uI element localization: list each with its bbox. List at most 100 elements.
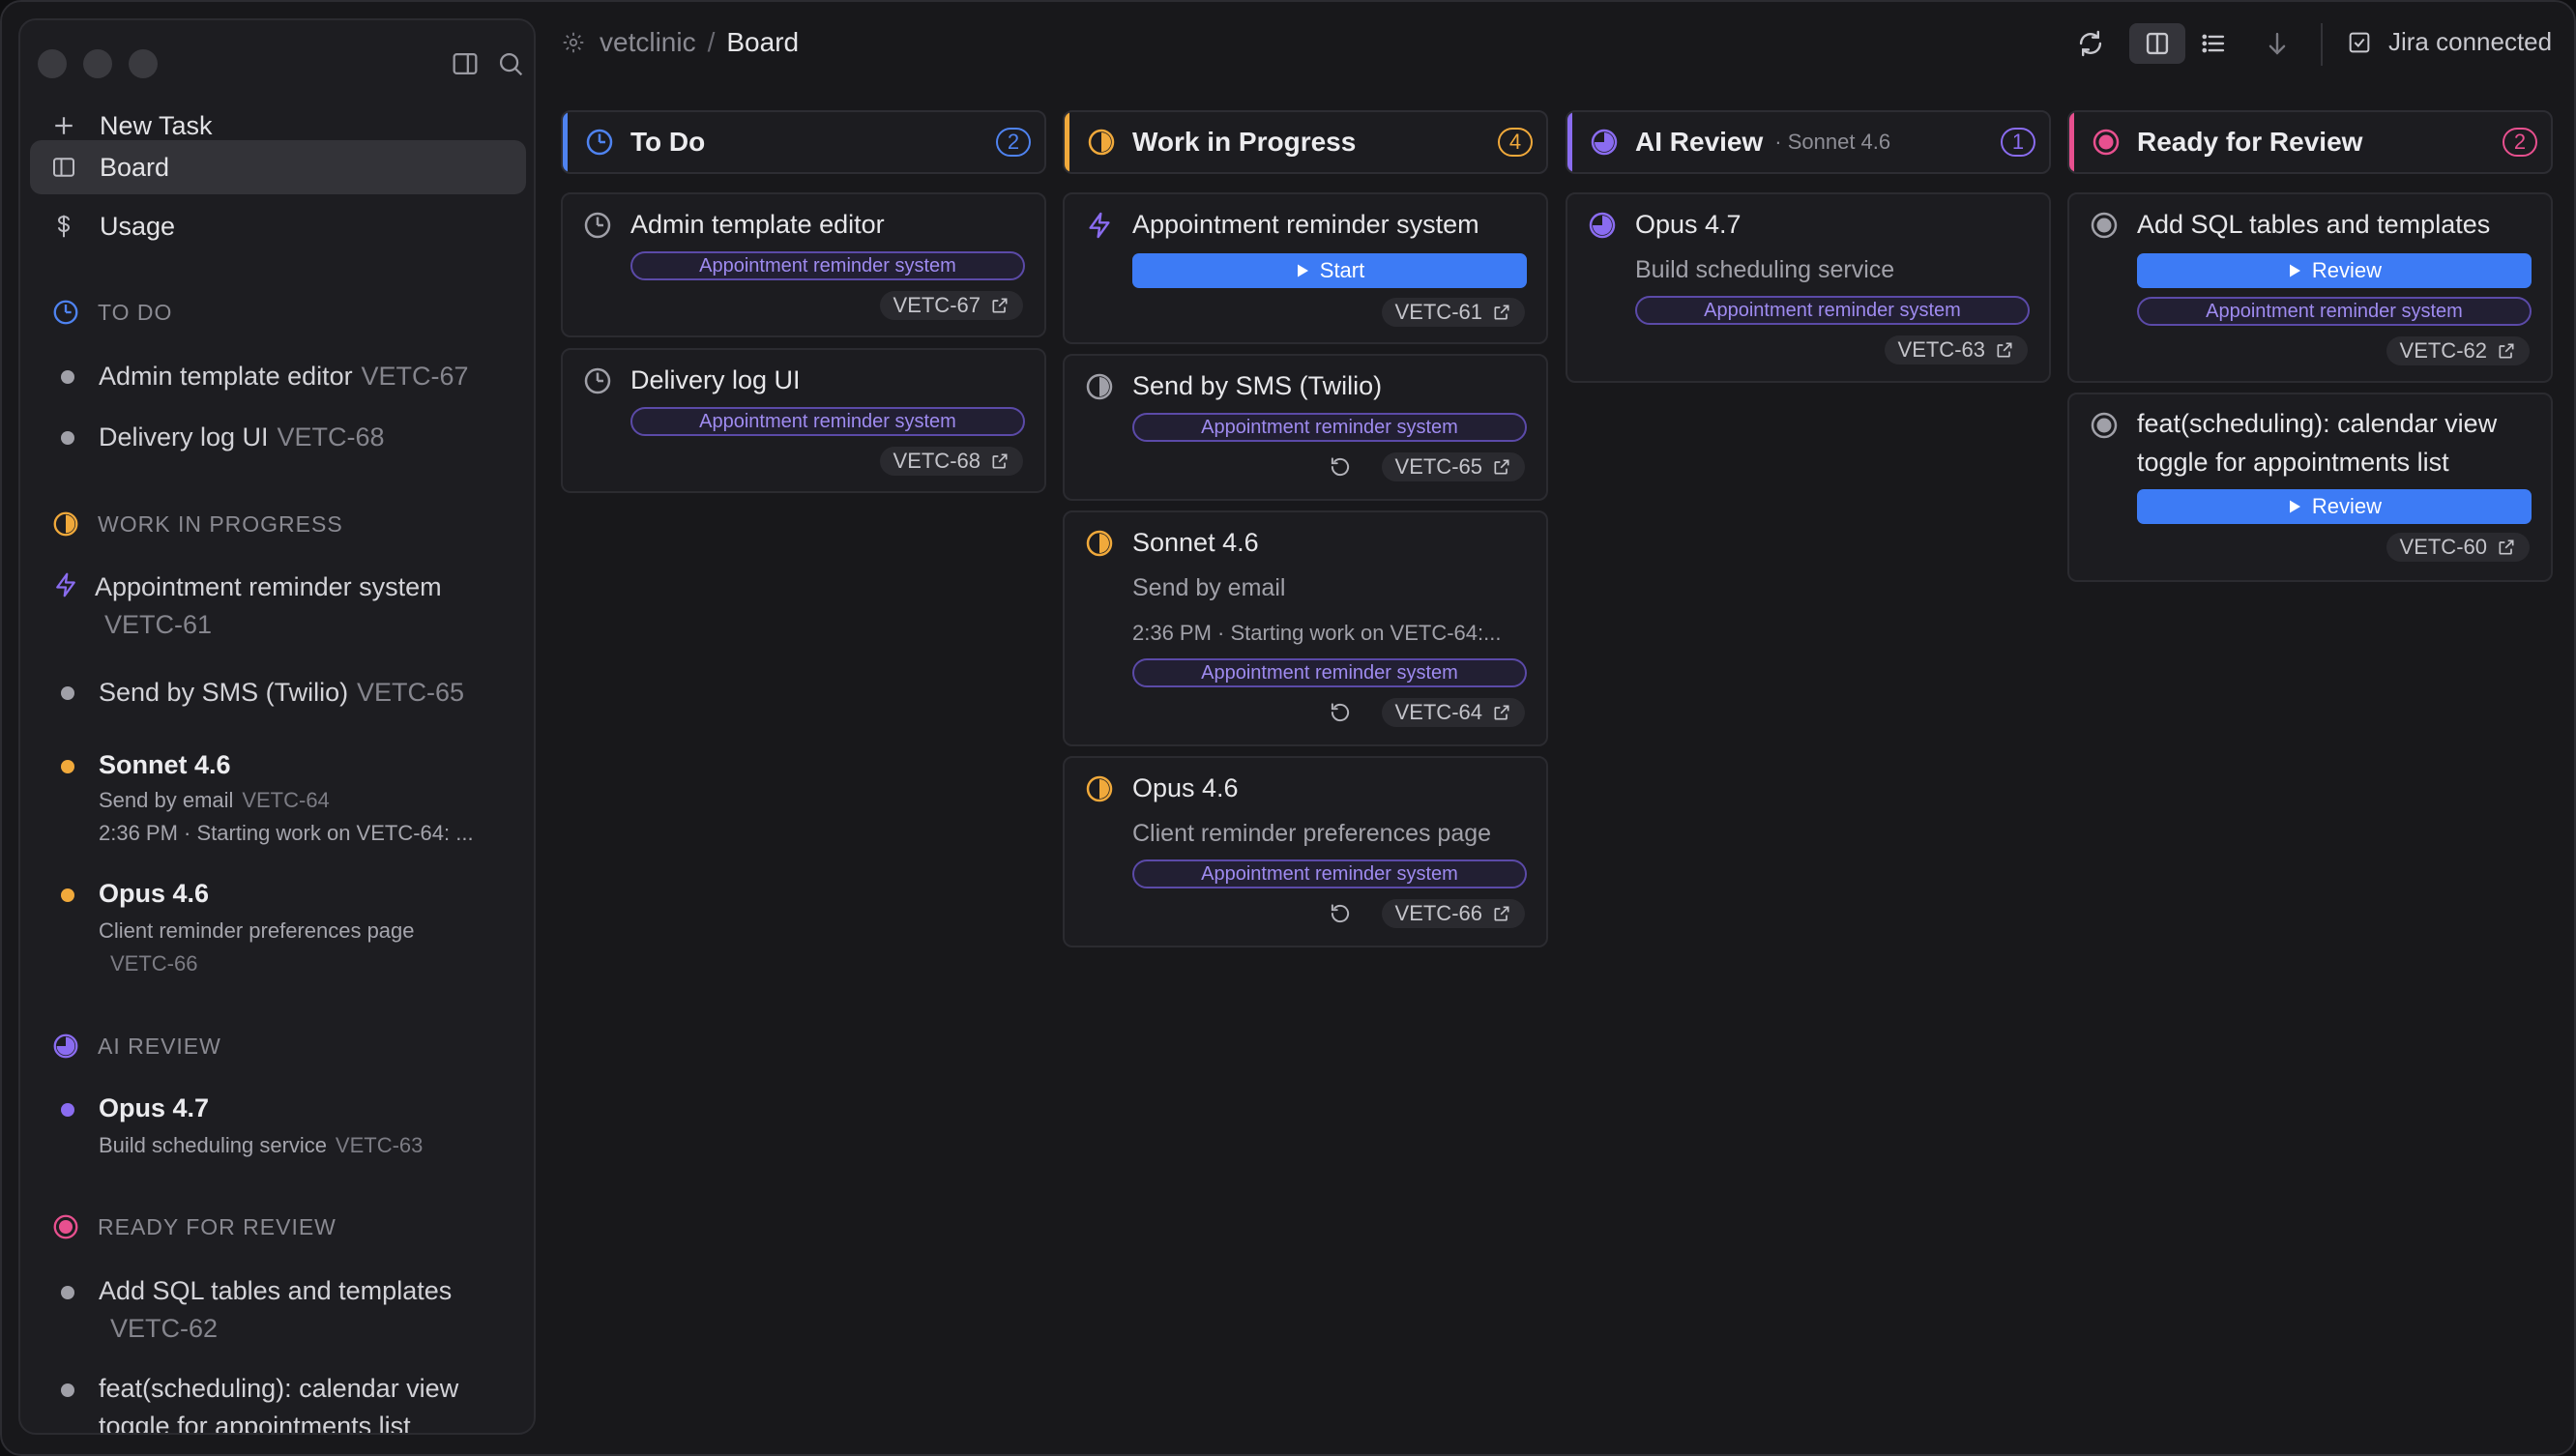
task-card-vetc-66[interactable]: Opus 4.6 Client reminder preferences pag…	[1063, 756, 1548, 947]
sidebar-item-label: Usage	[100, 211, 176, 241]
card-title: Send by SMS (Twilio)	[1132, 371, 1383, 400]
jira-status[interactable]: Jira connected	[2346, 27, 2552, 57]
status-dot	[61, 370, 74, 384]
section-heading-ready: READY FOR REVIEW	[51, 1212, 337, 1241]
todo-status-icon	[584, 212, 611, 239]
column-count-badge: 2	[2503, 128, 2537, 157]
breadcrumb: vetclinic / Board	[561, 27, 799, 58]
external-link-icon	[1494, 459, 1509, 475]
toggle-sidebar-icon[interactable]	[449, 47, 482, 80]
page-title: Board	[726, 27, 800, 57]
play-icon	[2289, 500, 2300, 513]
retry-icon[interactable]	[1328, 454, 1353, 480]
task-card-vetc-60[interactable]: feat(scheduling): calendar view toggle f…	[2067, 393, 2553, 582]
card-title: Appointment reminder system	[1132, 210, 1479, 239]
external-link-icon	[1494, 705, 1509, 720]
status-dot	[61, 1286, 74, 1299]
refresh-icon[interactable]	[2074, 27, 2107, 60]
epic-tag[interactable]: Appointment reminder system	[1132, 859, 1527, 888]
card-title: Add SQL tables and templates	[2137, 210, 2491, 239]
issue-key-link[interactable]: VETC-61	[1381, 298, 1525, 327]
status-dot	[61, 760, 74, 773]
column-subtitle: · Sonnet 4.6	[1774, 130, 1891, 154]
epic-tag[interactable]: Appointment reminder system	[2137, 297, 2532, 326]
start-button[interactable]: Start	[1132, 253, 1527, 288]
ready-icon	[53, 1214, 78, 1239]
list-view-icon[interactable]	[2197, 27, 2230, 60]
external-link-icon	[2499, 343, 2514, 359]
window-controls	[38, 49, 158, 78]
external-link-icon	[992, 298, 1008, 313]
arrow-down-icon[interactable]	[2261, 27, 2294, 60]
epic-tag[interactable]: Appointment reminder system	[630, 407, 1025, 436]
close-window-button[interactable]	[38, 49, 67, 78]
issue-key-link[interactable]: VETC-66	[1381, 899, 1525, 928]
epic-tag[interactable]: Appointment reminder system	[1132, 658, 1527, 687]
task-card-vetc-64[interactable]: Sonnet 4.6 Send by email 2:36 PM · Start…	[1063, 510, 1548, 746]
sidebar-task-vetc-66[interactable]: Opus 4.6 Client reminder preferences pag…	[99, 879, 415, 976]
maximize-window-button[interactable]	[129, 49, 158, 78]
sidebar-task-vetc-62[interactable]: Add SQL tables and templates VETC-62	[99, 1276, 453, 1343]
in-progress-icon	[53, 511, 78, 537]
board-view-icon[interactable]	[2141, 27, 2174, 60]
task-card-vetc-65[interactable]: Send by SMS (Twilio) Appointment reminde…	[1063, 354, 1548, 501]
issue-key-link[interactable]: VETC-64	[1381, 698, 1525, 727]
breadcrumb-project[interactable]: vetclinic	[600, 27, 696, 57]
ai-review-icon	[1589, 212, 1616, 239]
lightning-icon	[1089, 212, 1110, 239]
card-description: Client reminder preferences page	[1132, 820, 1492, 847]
status-dot	[61, 888, 74, 902]
sidebar-task-vetc-60[interactable]: feat(scheduling): calendar view toggle f…	[99, 1374, 459, 1435]
epic-tag[interactable]: Appointment reminder system	[1132, 413, 1527, 442]
card-title: Opus 4.7	[1635, 210, 1742, 239]
search-icon[interactable]	[494, 47, 527, 80]
sidebar-task-vetc-68[interactable]: Delivery log UI VETC-68	[99, 422, 385, 451]
section-heading-ai-review: AI REVIEW	[51, 1032, 221, 1061]
card-title: Admin template editor	[630, 210, 885, 239]
epic-tag[interactable]: Appointment reminder system	[630, 251, 1025, 280]
issue-key-link[interactable]: VETC-60	[2386, 533, 2530, 562]
issue-key-link[interactable]: VETC-67	[879, 291, 1023, 320]
review-button[interactable]: Review	[2137, 253, 2532, 288]
sidebar-task-vetc-64[interactable]: Sonnet 4.6 Send by email VETC-64 2:36 PM…	[99, 750, 474, 845]
issue-key-link[interactable]: VETC-63	[1884, 335, 2028, 364]
issue-key-link[interactable]: VETC-62	[2386, 336, 2530, 365]
checkbox-icon	[2349, 32, 2370, 52]
task-card-vetc-62[interactable]: Add SQL tables and templates Review Appo…	[2067, 192, 2553, 383]
review-button[interactable]: Review	[2137, 489, 2532, 524]
gear-icon[interactable]	[561, 30, 586, 55]
status-dot	[61, 1383, 74, 1397]
card-title: Delivery log UI	[630, 365, 801, 394]
column-count-badge: 4	[1498, 128, 1533, 157]
task-card-vetc-61[interactable]: Appointment reminder system Start VETC-6…	[1063, 192, 1548, 344]
card-description: Build scheduling service	[1635, 256, 1895, 283]
dollar-icon	[57, 215, 71, 238]
sidebar-task-vetc-61[interactable]: Appointment reminder system VETC-61	[95, 572, 442, 639]
epic-tag[interactable]: Appointment reminder system	[1635, 296, 2030, 325]
column-header-ai-review: AI Review · Sonnet 4.6 1	[1566, 110, 2051, 174]
issue-key-link[interactable]: VETC-65	[1381, 452, 1525, 481]
issue-key-link[interactable]: VETC-68	[879, 447, 1023, 476]
todo-status-icon	[53, 300, 78, 325]
sidebar-task-vetc-65[interactable]: Send by SMS (Twilio) VETC-65	[99, 678, 465, 707]
retry-icon[interactable]	[1328, 700, 1353, 725]
sidebar-item-usage[interactable]: Usage	[30, 199, 526, 253]
task-card-vetc-63[interactable]: Opus 4.7 Build scheduling service Appoin…	[1566, 192, 2051, 383]
column-header-ready: Ready for Review 2	[2067, 110, 2553, 174]
play-icon	[1297, 264, 1308, 277]
sidebar-task-vetc-63[interactable]: Opus 4.7 Build scheduling service VETC-6…	[99, 1093, 424, 1157]
sidebar-task-vetc-67[interactable]: Admin template editor VETC-67	[99, 362, 469, 391]
section-heading-wip: WORK IN PROGRESS	[51, 510, 343, 539]
retry-icon[interactable]	[1328, 901, 1353, 926]
task-card-vetc-67[interactable]: Admin template editor Appointment remind…	[561, 192, 1046, 337]
board-icon	[53, 158, 74, 177]
new-task-button[interactable]: New Task	[30, 99, 526, 153]
minimize-window-button[interactable]	[83, 49, 112, 78]
task-card-vetc-68[interactable]: Delivery log UI Appointment reminder sys…	[561, 348, 1046, 493]
column-title: Ready for Review	[2137, 127, 2363, 157]
toolbar-divider	[2321, 23, 2323, 66]
column-count-badge: 1	[2001, 128, 2035, 157]
card-description: Send by email	[1132, 574, 1286, 601]
sidebar-item-board[interactable]: Board	[30, 140, 526, 194]
